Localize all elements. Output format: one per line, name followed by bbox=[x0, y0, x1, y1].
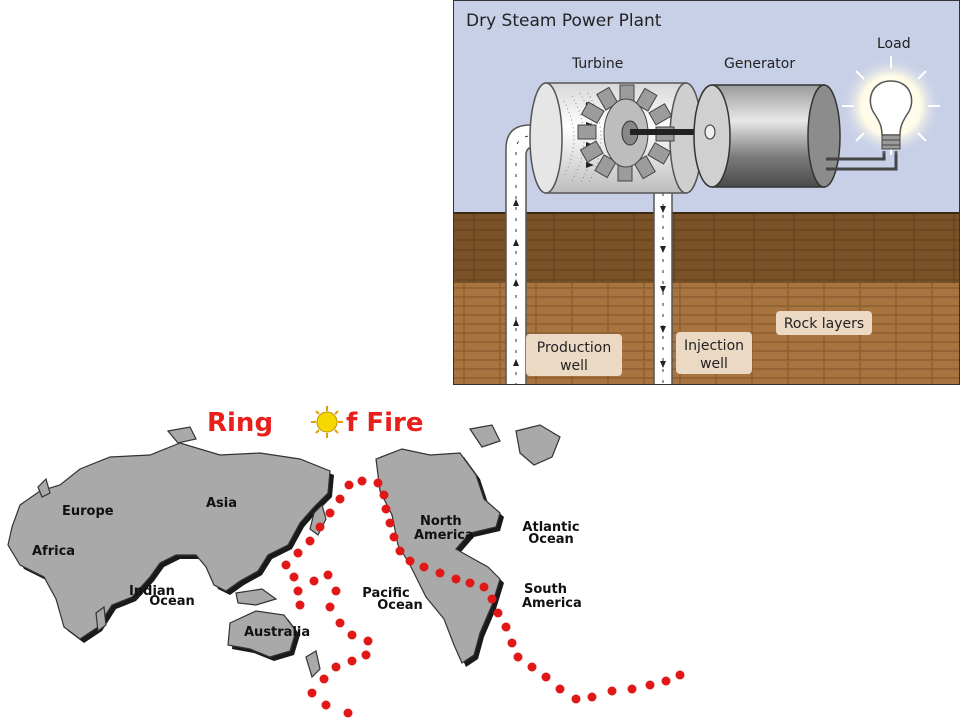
indian-ocean-label-line1: Indian bbox=[129, 584, 175, 599]
steam-plant-title: Dry Steam Power Plant bbox=[466, 11, 662, 31]
load-label: Load bbox=[877, 36, 911, 52]
south-america-label-line1: South bbox=[524, 582, 567, 597]
pacific-ocean-label-line2: Ocean bbox=[377, 598, 423, 613]
australia-label: Australia bbox=[244, 625, 310, 640]
indian-ocean-label-line2: Ocean bbox=[149, 594, 195, 609]
indonesia-islands bbox=[235, 588, 278, 606]
atlantic-ocean-label-line1: Atlantic bbox=[522, 520, 579, 535]
ring-of-fire-title: Ring f Fire bbox=[207, 406, 424, 438]
greenland-landmass bbox=[515, 424, 561, 466]
new-zealand-islands bbox=[305, 650, 321, 679]
ring-of-fire-title-part2: f Fire bbox=[346, 408, 424, 438]
production-well-label-line1: Production bbox=[537, 340, 611, 356]
ring-of-fire-svg: Ring f Fire bbox=[7, 406, 685, 718]
north-america-label-line1: North bbox=[420, 514, 462, 529]
uk-islands bbox=[37, 477, 51, 498]
ring-of-fire-title-part1: Ring bbox=[207, 408, 273, 438]
steam-plant-svg: Dry Steam Power Plant bbox=[454, 1, 959, 384]
rock-layers-text: Rock layers bbox=[784, 316, 864, 332]
continent-labels: Europe Asia Africa North America South A… bbox=[32, 496, 582, 640]
turbine-shaft bbox=[630, 129, 710, 135]
atlantic-ocean-label-line2: Ocean bbox=[528, 532, 574, 547]
africa-label: Africa bbox=[32, 544, 75, 559]
generator-label: Generator bbox=[724, 56, 795, 72]
turbine-label: Turbine bbox=[571, 56, 623, 72]
ring-of-fire-dots bbox=[281, 476, 685, 718]
sun-icon bbox=[311, 406, 343, 438]
eurasia-africa-landmass bbox=[7, 442, 331, 640]
madagascar bbox=[95, 605, 107, 633]
light-bulb-icon bbox=[841, 56, 941, 156]
production-well-label: Production well bbox=[526, 334, 622, 376]
europe-label: Europe bbox=[62, 504, 114, 519]
dry-steam-power-plant-diagram: Dry Steam Power Plant bbox=[453, 0, 960, 385]
pacific-ocean-label-line1: Pacific bbox=[362, 586, 409, 601]
production-well-label-line2: well bbox=[560, 358, 588, 374]
australia-landmass bbox=[227, 610, 297, 658]
injection-well-pipe bbox=[653, 190, 673, 384]
arctic-islands-2 bbox=[468, 424, 501, 448]
injection-well-label: Injection well bbox=[676, 332, 752, 374]
ground-upper-layer bbox=[454, 213, 959, 283]
south-america-label-line2: America bbox=[522, 596, 582, 611]
north-america-label-line2: America bbox=[414, 528, 474, 543]
injection-well-label-line1: Injection bbox=[684, 338, 744, 354]
americas-landmass bbox=[375, 448, 501, 664]
rock-layers-label: Rock layers bbox=[776, 311, 872, 335]
ocean-labels: Indian Ocean Pacific Ocean Atlantic Ocea… bbox=[129, 520, 580, 613]
generator bbox=[693, 84, 841, 188]
asia-label: Asia bbox=[206, 496, 237, 511]
arctic-islands bbox=[166, 426, 197, 444]
ring-of-fire-map: Ring f Fire bbox=[0, 395, 720, 720]
injection-well-label-line2: well bbox=[700, 356, 728, 372]
continents bbox=[7, 424, 561, 679]
